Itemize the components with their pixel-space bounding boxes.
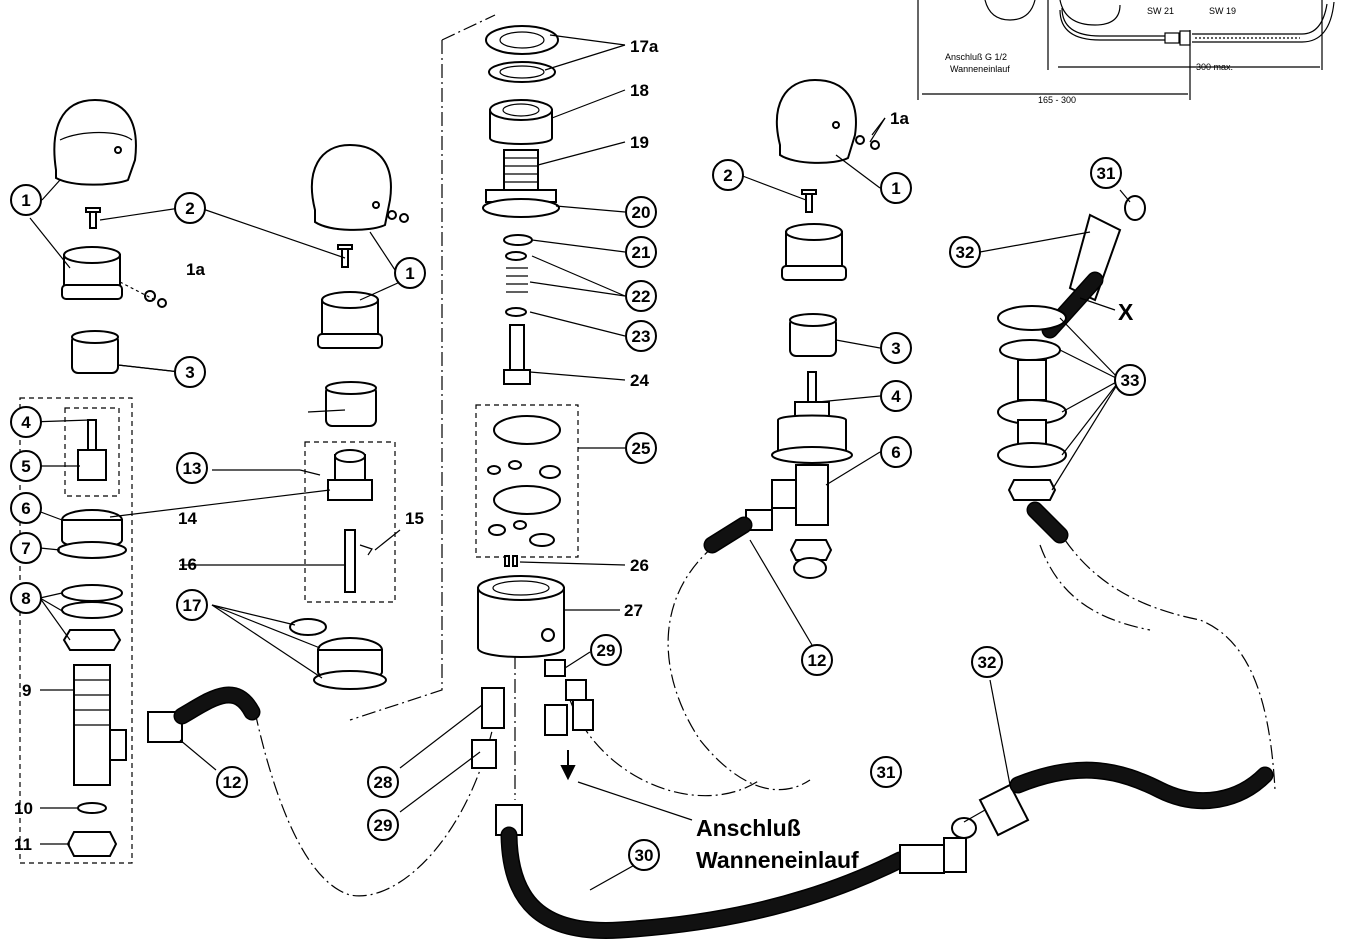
- callout-12-right: 12: [808, 651, 827, 670]
- callout-32-bottom: 32: [978, 653, 997, 672]
- callout-15: 15: [405, 509, 424, 528]
- callout-25: 25: [632, 439, 651, 458]
- callout-31-top: 31: [1097, 164, 1116, 183]
- valve-group-box-left: [19, 397, 133, 864]
- callout-4-right: 4: [891, 387, 901, 406]
- braided-hose-30: [495, 804, 967, 939]
- callout-1-center: 1: [405, 264, 414, 283]
- valve-disc-group-box: [475, 404, 579, 558]
- note-bath-inlet: Wanneneinlauf: [696, 847, 859, 873]
- callout-6-left: 6: [21, 499, 30, 518]
- callout-17a: 17a: [630, 37, 659, 56]
- inset-dim-max-label: 300 max.: [1196, 62, 1233, 72]
- callout-6-right: 6: [891, 443, 900, 462]
- callout-7: 7: [21, 539, 30, 558]
- marker-x: X: [1118, 299, 1134, 325]
- callout-4-left: 4: [21, 413, 31, 432]
- callout-10: 10: [14, 799, 33, 818]
- callout-9: 9: [22, 681, 31, 700]
- callout-23: 23: [632, 327, 651, 346]
- callout-16: 16: [178, 555, 197, 574]
- callout-29-right: 29: [597, 641, 616, 660]
- callout-5: 5: [21, 457, 30, 476]
- callout-1-left: 1: [21, 191, 30, 210]
- callout-17: 17: [183, 596, 202, 615]
- callout-27: 27: [624, 601, 643, 620]
- diverter-group-box: [304, 441, 396, 603]
- right-valve-assembly: [703, 78, 880, 579]
- callout-13: 13: [183, 459, 202, 478]
- left-hose: [147, 686, 261, 743]
- callout-33: 33: [1121, 371, 1140, 390]
- callout-3-right: 3: [891, 339, 900, 358]
- callout-2-left: 2: [185, 199, 194, 218]
- callout-20: 20: [632, 203, 651, 222]
- note-connection: Anschluß: [696, 815, 801, 841]
- inset-sw21-label: SW 21: [1147, 6, 1174, 16]
- callout-30: 30: [635, 846, 654, 865]
- callout-24: 24: [630, 371, 649, 390]
- callout-21: 21: [632, 243, 651, 262]
- callout-19: 19: [630, 133, 649, 152]
- callout-28: 28: [374, 773, 393, 792]
- diverter-valve-assembly: [289, 143, 409, 690]
- callout-11: 11: [14, 835, 32, 854]
- callout-32-top: 32: [956, 243, 975, 262]
- callout-26: 26: [630, 556, 649, 575]
- callout-31-bottom: 31: [877, 763, 896, 782]
- inset-dim-range-label: 165 - 300: [1038, 95, 1076, 105]
- inset-sw19-label: SW 19: [1209, 6, 1236, 16]
- callout-1a-left: 1a: [186, 260, 205, 279]
- cartridge-group-box-left: [64, 407, 120, 497]
- inset-connection-label: Anschluß G 1/2: [945, 52, 1007, 62]
- callout-22: 22: [632, 287, 651, 306]
- callout-29-left: 29: [374, 816, 393, 835]
- callout-1-right: 1: [891, 179, 900, 198]
- callout-2-right: 2: [723, 166, 732, 185]
- callout-18: 18: [630, 81, 649, 100]
- callout-1a-right: 1a: [890, 109, 909, 128]
- callout-12-left: 12: [223, 773, 242, 792]
- dimension-inset: Anschluß G 1/2 Wanneneinlauf SW 21 SW 19…: [917, 0, 1335, 105]
- callout-3-left: 3: [185, 363, 194, 382]
- inset-inlet-label: Wanneneinlauf: [950, 64, 1010, 74]
- callouts: 1 2 1a 3 4 5 6 7 8 9 10 11 12 1 13 14 15…: [10, 37, 1146, 873]
- leader-lines: [29, 34, 1131, 891]
- central-spout-stack: [471, 25, 594, 781]
- callout-14: 14: [178, 509, 197, 528]
- callout-8: 8: [21, 589, 30, 608]
- left-valve-assembly: [53, 98, 167, 857]
- hand-shower-hose-assembly: [951, 195, 1274, 839]
